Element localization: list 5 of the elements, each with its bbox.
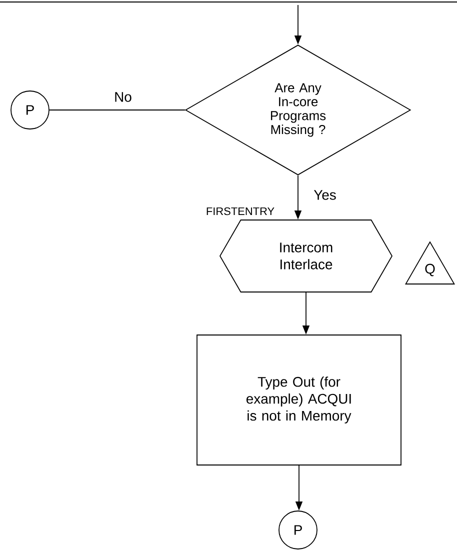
entry-label: FIRSTENTRY — [206, 207, 274, 216]
edge-label: No — [113, 91, 133, 103]
edge-label: Yes — [312, 189, 338, 201]
process-box: Type Out (for example) ACQUI is not in Memory — [196, 334, 402, 466]
process-hexagon: Intercom Interlace — [219, 220, 393, 292]
